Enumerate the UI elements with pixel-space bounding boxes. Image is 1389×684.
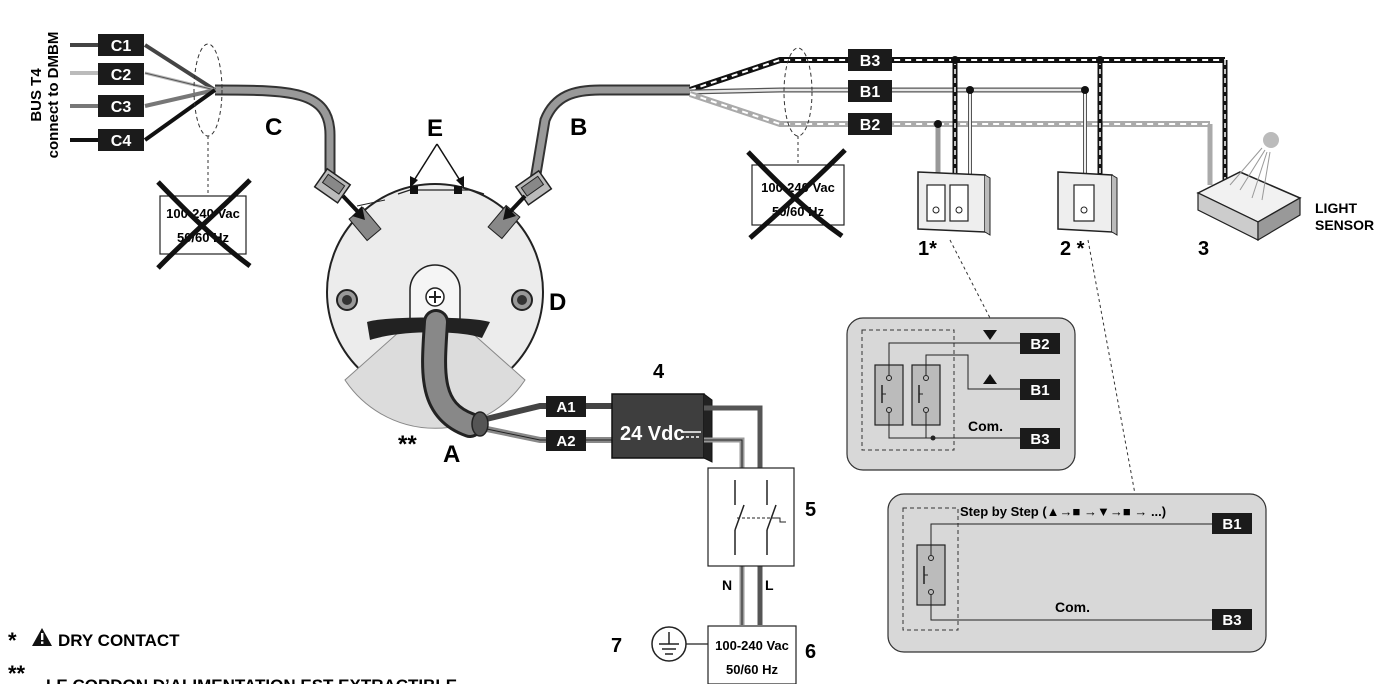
single-switch-2 [1057, 171, 1118, 236]
svg-text:A2: A2 [556, 433, 575, 450]
crossed-voltage-left: 100-240 Vac 50/60 Hz [156, 178, 252, 270]
label-3: 3 [1198, 238, 1209, 260]
detail2-tag-b3: B3 [1212, 609, 1252, 630]
label-e: E [427, 115, 443, 142]
svg-text:C3: C3 [111, 99, 132, 116]
tag-c4: C4 [98, 129, 144, 151]
power-supply-24vdc: 24 Vdc [611, 393, 713, 463]
tag-c2: C2 [98, 63, 144, 85]
svg-text:B1: B1 [1030, 382, 1049, 399]
label-a: A [443, 441, 460, 468]
svg-text:B1: B1 [860, 84, 881, 101]
connector-arrows [341, 143, 527, 220]
label-1: 1* [918, 238, 937, 260]
detail1-tag-b3: B3 [1020, 428, 1060, 449]
label-6: 6 [805, 641, 816, 663]
svg-text:A1: A1 [556, 399, 575, 416]
tag-a1: A1 [546, 396, 586, 417]
svg-text:LIGHT: LIGHT [1315, 200, 1357, 216]
detail-box-2: Step by Step (▲→■ →▼→■ → ...) Com. [887, 493, 1267, 653]
crossed-voltage-right: 100-240 Vac 50/60 Hz [746, 148, 847, 240]
label-d: D [549, 289, 566, 316]
svg-text:DRY CONTACT: DRY CONTACT [58, 631, 180, 650]
svg-text:B3: B3 [860, 53, 881, 70]
light-sensor-device [1196, 132, 1302, 242]
tag-a2: A2 [546, 430, 586, 451]
svg-text:Com.: Com. [1055, 599, 1090, 615]
label-c: C [265, 114, 282, 141]
svg-text:C2: C2 [111, 67, 132, 84]
detail1-tag-b1: B1 [1020, 379, 1060, 400]
label-n: N [722, 577, 732, 593]
svg-text:B2: B2 [860, 117, 881, 134]
svg-text:**: ** [8, 661, 26, 684]
svg-text:B2: B2 [1030, 336, 1049, 353]
label-5: 5 [805, 499, 816, 521]
mains-supply-box: 100-240 Vac 50/60 Hz [707, 625, 797, 684]
tag-b2: B2 [848, 113, 892, 135]
ground-icon [651, 626, 708, 662]
svg-text:B3: B3 [1222, 612, 1241, 629]
bus-cable-c [70, 43, 352, 204]
svg-text:B1: B1 [1222, 516, 1241, 533]
note-power-cord: ** LE CORDON D’ALIMENTATION EST EXTRACTI… [8, 661, 457, 684]
detail1-tag-b2: B2 [1020, 333, 1060, 354]
label-4: 4 [653, 361, 665, 383]
svg-text:Step by Step (▲→■ →▼→■ → ...): Step by Step (▲→■ →▼→■ → ...) [960, 504, 1166, 519]
circuit-breaker [707, 467, 795, 567]
svg-text:BUS T4: BUS T4 [28, 68, 45, 122]
svg-text:24 Vdc: 24 Vdc [620, 423, 684, 445]
bus-t4-label: BUS T4 connect to DMBM [28, 32, 62, 159]
svg-text:C1: C1 [111, 38, 132, 55]
svg-text:connect to DMBM: connect to DMBM [45, 32, 62, 159]
svg-text:50/60 Hz: 50/60 Hz [726, 662, 779, 677]
light-sensor-label: LIGHT SENSOR [1315, 200, 1374, 233]
double-switch-1 [917, 171, 991, 236]
tag-c3: C3 [98, 95, 144, 117]
svg-text:SENSOR: SENSOR [1315, 217, 1374, 233]
svg-text:*: * [8, 628, 17, 653]
motor-head [326, 183, 544, 429]
label-a-prefix: ** [398, 431, 417, 458]
svg-text:C4: C4 [111, 133, 132, 150]
note-dry-contact: * DRY CONTACT [8, 628, 180, 653]
detail-box-1: Com. [846, 317, 1076, 471]
svg-text:100-240 Vac: 100-240 Vac [715, 638, 789, 653]
cable-b [514, 47, 1225, 206]
tag-c1: C1 [98, 34, 144, 56]
mains-wires [704, 405, 763, 625]
label-b: B [570, 114, 587, 141]
svg-text:100-240 Vac: 100-240 Vac [166, 206, 240, 221]
tag-b1: B1 [848, 80, 892, 102]
label-7: 7 [611, 635, 622, 657]
label-l: L [765, 577, 774, 593]
detail2-tag-b1: B1 [1212, 513, 1252, 534]
label-2: 2 * [1060, 238, 1085, 260]
svg-text:Com.: Com. [968, 418, 1003, 434]
warning-icon [32, 628, 52, 646]
svg-text:B3: B3 [1030, 431, 1049, 448]
svg-text:LE CORDON D’ALIMENTATION EST E: LE CORDON D’ALIMENTATION EST EXTRACTIBLE [46, 676, 457, 684]
tag-b3: B3 [848, 49, 892, 71]
power-cord-a [421, 309, 612, 443]
bus-drops [934, 56, 1228, 185]
